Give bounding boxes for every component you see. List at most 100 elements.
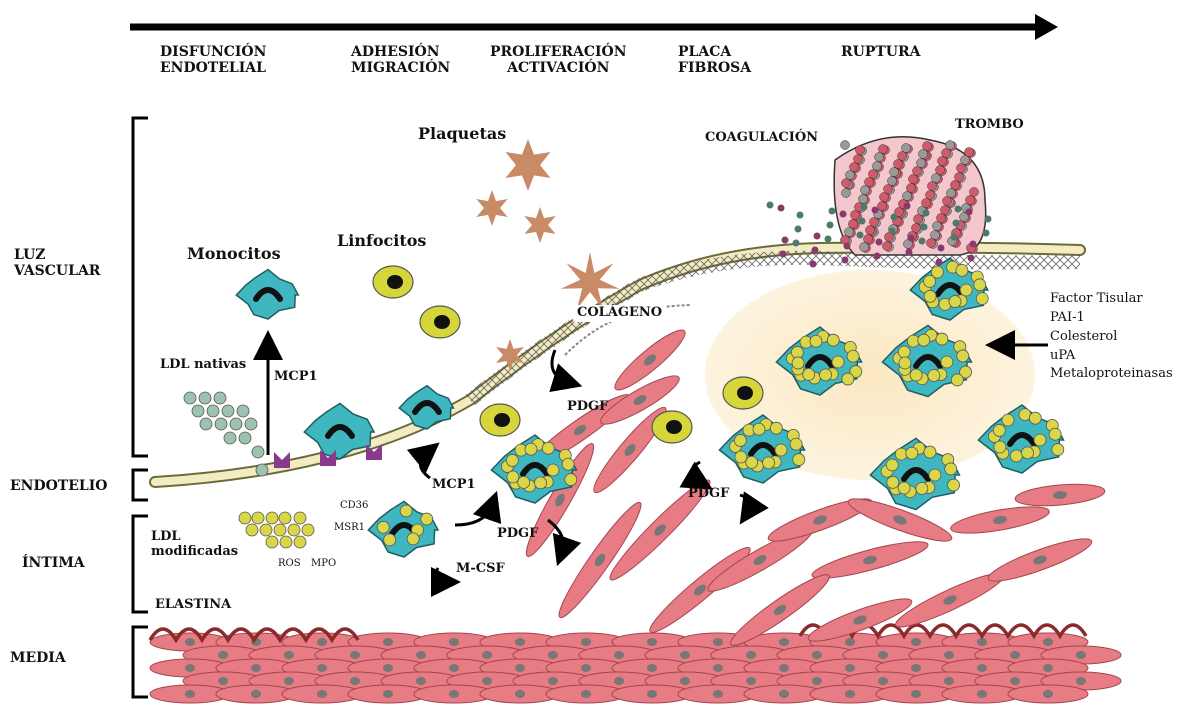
label-coagulacion: COAGULACIÓN <box>705 131 818 146</box>
thrombus-cell <box>851 211 860 220</box>
coagulation-particle <box>876 239 883 246</box>
coagulation-particle <box>908 235 915 242</box>
ldl-particle <box>274 524 286 536</box>
ldl-particle <box>288 524 300 536</box>
ldl-particle <box>239 432 251 444</box>
coagulation-particle <box>842 257 849 264</box>
coagulation-particle <box>938 245 945 252</box>
coagulation-particle <box>983 230 990 237</box>
thrombus-cell <box>894 160 903 169</box>
layer-brackets <box>133 118 148 697</box>
coagulation-particle <box>829 208 836 215</box>
thrombus-cell <box>931 231 940 240</box>
coagulation-particle <box>923 210 930 217</box>
ldl-particle <box>184 392 196 404</box>
thrombus-cell <box>880 193 889 202</box>
thrombus-cell <box>875 153 884 162</box>
coagulation-particle <box>955 206 962 213</box>
layer-label-luz: LUZ VASCULAR <box>14 247 100 279</box>
thrombus-cell <box>841 141 850 150</box>
thrombus-cell <box>965 148 974 157</box>
thrombus-cell <box>932 174 941 183</box>
ldl-particle <box>230 418 242 430</box>
thrombus-cell <box>869 170 878 179</box>
thrombus-cell <box>842 189 851 198</box>
thrombus-cell <box>923 142 932 151</box>
label-mcp1-up: MCP1 <box>274 370 318 385</box>
stage-label-disfuncion: DISFUNCIÓN ENDOTELIAL <box>160 44 266 76</box>
layer-label-intima: ÍNTIMA <box>22 555 85 571</box>
coagulation-particle <box>812 247 819 254</box>
platelet <box>476 190 507 226</box>
thrombus-cell <box>917 159 926 168</box>
label-ldl-modificadas: LDL modificadas <box>151 530 238 560</box>
platelet <box>506 139 551 191</box>
ldl-particle <box>192 405 204 417</box>
smooth-muscle-cell <box>949 501 1051 538</box>
factor-item: PAI-1 <box>1050 309 1173 328</box>
coagulation-particle <box>814 233 821 240</box>
thrombus-cell <box>864 235 873 244</box>
label-ros: ROS <box>278 558 301 570</box>
label-mpo: MPO <box>311 558 336 570</box>
coagulation-particle <box>906 249 913 256</box>
label-trombo: TROMBO <box>955 118 1024 133</box>
thrombus-cell <box>902 144 911 153</box>
thrombus-cell <box>946 141 955 150</box>
thrombus-cell <box>942 149 951 158</box>
thrombus-cell <box>842 179 851 188</box>
ldl-particle <box>252 446 264 458</box>
ldl-particle <box>266 536 278 548</box>
thrombus-cell <box>866 226 875 235</box>
ldl-particle <box>294 512 306 524</box>
layer-label-endotelio: ENDOTELIO <box>10 478 107 494</box>
stage-label-proliferacion: PROLIFERACIÓN ACTIVACIÓN <box>490 44 627 76</box>
ldl-particle <box>222 405 234 417</box>
layer-label-media: MEDIA <box>10 650 66 666</box>
ldl-particle <box>245 418 257 430</box>
thrombus-cell <box>873 162 882 171</box>
label-monocitos: Monocitos <box>187 245 281 263</box>
thrombus-cell <box>907 184 916 193</box>
coagulation-particle <box>921 224 928 231</box>
coagulation-particle <box>874 253 881 260</box>
thrombus-cell <box>912 224 921 233</box>
thrombus-cell <box>961 156 970 165</box>
thrombus-cell <box>922 199 931 208</box>
thrombus-cell <box>888 177 897 186</box>
thrombus-cell <box>856 146 865 155</box>
thrombus-cell <box>845 228 854 237</box>
coagulation-particle <box>857 232 864 239</box>
thrombus-cell <box>878 202 887 211</box>
foam-cell <box>368 501 438 557</box>
label-mcsf: M-CSF <box>456 562 505 577</box>
thrombus-cell <box>870 218 879 227</box>
stage-label-ruptura: RUPTURA <box>841 44 921 60</box>
ldl-particle <box>215 418 227 430</box>
ldl-particle <box>266 512 278 524</box>
monocyte <box>399 386 453 429</box>
coagulation-particle <box>891 214 898 221</box>
stage-label-placa: PLACA FIBROSA <box>678 44 751 76</box>
monocyte <box>236 270 298 320</box>
thrombus-cell <box>879 145 888 154</box>
coagulation-particle <box>840 211 847 218</box>
thrombus-cell <box>861 186 870 195</box>
factor-list: Factor Tisular PAI-1 Colesterol uPA Meta… <box>1050 290 1173 384</box>
coagulation-particle <box>780 251 787 258</box>
ldl-particle <box>279 512 291 524</box>
coagulation-particle <box>968 255 975 262</box>
coagulation-particle <box>872 207 879 214</box>
label-plaquetas: Plaquetas <box>418 125 506 143</box>
coagulation-particle <box>795 226 802 233</box>
lymphocyte <box>480 404 520 436</box>
label-elastina: ELASTINA <box>155 598 231 613</box>
label-cd36: CD36 <box>340 500 368 512</box>
thrombus-cell <box>957 164 966 173</box>
thrombus-cell <box>970 188 979 197</box>
coagulation-particle <box>919 238 926 245</box>
ldl-particle <box>207 405 219 417</box>
smooth-muscle-cell <box>1014 481 1105 509</box>
factor-item: Colesterol <box>1050 328 1173 347</box>
coagulation-particle <box>767 202 774 209</box>
